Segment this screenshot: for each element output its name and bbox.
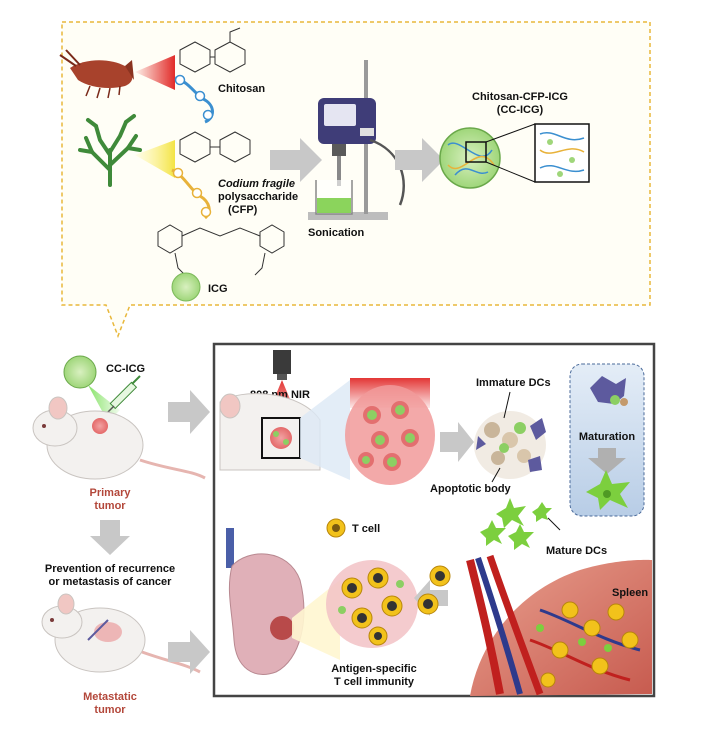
left-column: CC-ICG Primary tumor Prevention of recur… <box>32 355 210 716</box>
seaweed-icon <box>78 114 142 187</box>
lung-icon <box>226 528 305 675</box>
primary-tumor-line2: tumor <box>94 500 126 512</box>
syringe-icon <box>103 375 141 417</box>
injection-nanoparticle-icon <box>63 355 97 389</box>
cfp-label-line2: polysaccharide <box>218 191 298 203</box>
immature-dc-pointer <box>503 391 511 419</box>
arrow-to-product <box>395 138 444 182</box>
maturation-arrow <box>588 448 626 474</box>
immature-dc-box-icon <box>590 376 628 406</box>
product-label-line1: Chitosan-CFP-ICG <box>472 91 568 103</box>
product-label-line2: (CC-ICG) <box>497 104 544 116</box>
arrow-to-sonicator <box>270 138 322 182</box>
primary-mouse-icon <box>32 396 206 480</box>
chitosan-chain-icon <box>174 74 214 124</box>
immunity-line2: T cell immunity <box>334 676 415 688</box>
tumor-zoom-wedge <box>300 380 350 480</box>
metastatic-tumor-line1: Metastatic <box>83 691 137 703</box>
tcell-legend-nucleus <box>332 524 340 532</box>
cfp-structure-icon <box>179 131 251 163</box>
tcell-label: T cell <box>352 523 380 535</box>
apoptotic-body-label: Apoptotic body <box>430 483 512 495</box>
mature-dc-group-icon <box>480 498 552 550</box>
metastatic-tumor-line2: tumor <box>94 704 126 716</box>
cfp-chain-icon <box>171 167 212 220</box>
arrow-to-lung-panel <box>168 630 210 674</box>
nanoparticle-icon <box>439 127 501 189</box>
apoptotic-cluster-icon <box>474 411 546 479</box>
zoom-line-bottom <box>485 161 536 183</box>
cfp-label-line3: (CFP) <box>228 204 258 216</box>
primary-tumor-line1: Primary <box>90 487 132 499</box>
prevention-line1: Prevention of recurrence <box>45 563 175 575</box>
zoom-line-top <box>485 123 536 143</box>
mechanism-panel: 808 nm NIR <box>212 342 656 698</box>
spleen-label: Spleen <box>612 587 648 599</box>
shrimp-icon <box>59 49 134 99</box>
chitosan-structure-icon <box>179 27 246 73</box>
injection-label: CC-ICG <box>106 363 145 375</box>
cfp-light-beam <box>135 140 175 178</box>
immature-dc-label: Immature DCs <box>476 377 551 389</box>
arrow-down-prevention <box>90 520 130 555</box>
immunity-line1: Antigen-specific <box>331 663 417 675</box>
icg-structure-icon <box>157 224 285 276</box>
chitosan-light-beam <box>135 55 175 90</box>
mature-dc-box-icon <box>586 470 630 510</box>
sonicator-icon <box>308 60 405 220</box>
apoptotic-body-pointer <box>491 467 501 483</box>
prevention-line2: or metastasis of cancer <box>49 576 173 588</box>
icg-label: ICG <box>208 283 228 295</box>
mature-dc-label: Mature DCs <box>546 545 607 557</box>
maturation-label: Maturation <box>579 431 636 443</box>
migrating-tcells-icon <box>417 565 451 615</box>
arrow-to-nir-panel <box>168 390 210 434</box>
spleen-icon <box>466 554 652 696</box>
chitosan-label: Chitosan <box>218 83 265 95</box>
metastatic-mouse-icon <box>41 593 201 674</box>
lung-tissue-icon <box>326 560 418 648</box>
cfp-label-line1: Codium fragile <box>218 178 295 190</box>
synthesis-panel-border <box>61 21 651 339</box>
sonication-label: Sonication <box>308 227 365 239</box>
synthesis-panel: Chitosan Codium fragile poly <box>59 21 651 339</box>
tumor-tissue-icon <box>345 378 435 485</box>
nir-mouse-closeup <box>219 393 321 471</box>
zoom-inset-icon <box>534 123 590 183</box>
icg-dot-icon <box>171 272 201 302</box>
mature-dc-pointer <box>547 517 561 531</box>
arrow-to-apoptosis <box>440 422 474 462</box>
